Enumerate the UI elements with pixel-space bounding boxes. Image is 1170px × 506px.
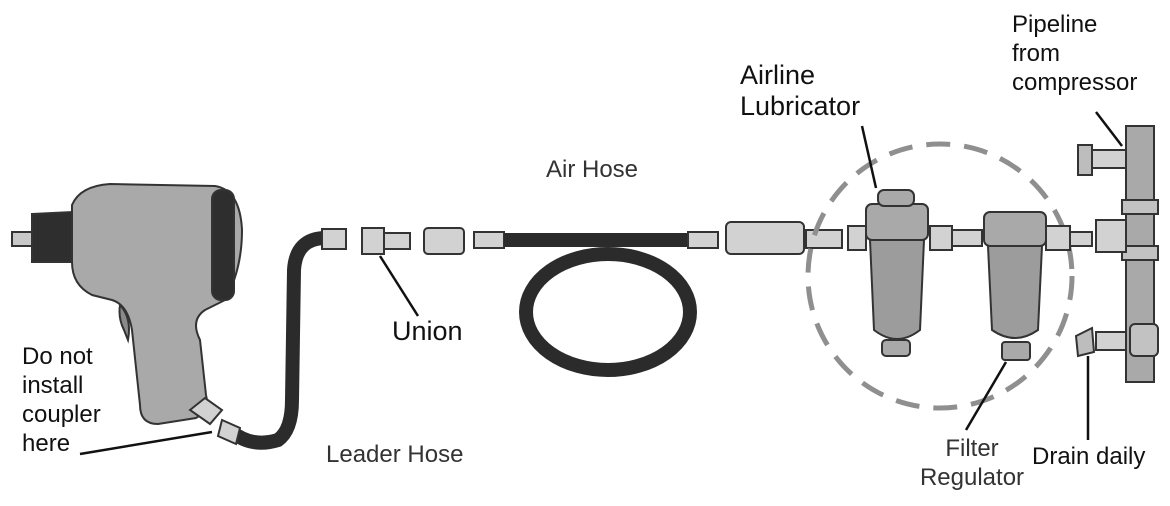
label-drain-daily: Drain daily	[1032, 443, 1146, 470]
filter-regulator	[983, 211, 1093, 361]
leader-hose-fitting	[216, 418, 242, 446]
label-do-not-install-coupler-here: Do not install coupler here	[22, 342, 101, 458]
label-pipeline-line3: compressor	[1012, 69, 1138, 96]
leader-hose	[227, 231, 327, 450]
label-leader-hose: Leader Hose	[326, 441, 464, 468]
label-airline-lubricator-line1: Airline	[740, 60, 816, 90]
compressor-pipeline	[1077, 125, 1159, 383]
label-do-not-line1: Do not	[22, 343, 93, 370]
label-do-not-line4: here	[22, 430, 71, 457]
label-do-not-line2: install	[22, 372, 84, 399]
leader-hose-end-fitting	[321, 228, 347, 250]
label-airline-lubricator-line2: Lubricator	[740, 91, 861, 121]
label-do-not-line3: coupler	[22, 401, 101, 428]
label-pipeline-line1: Pipeline	[1012, 11, 1098, 38]
drain-valve-icon	[1074, 326, 1096, 358]
label-pipeline-line2: from	[1012, 40, 1060, 67]
leader-lines	[79, 111, 1123, 456]
label-pipeline-from-compressor: Pipeline from compressor	[1012, 10, 1137, 97]
inline-couplers	[725, 221, 843, 255]
label-filter-regulator-line1: Filter	[945, 435, 999, 462]
airline-lubricator	[847, 189, 983, 357]
union	[361, 227, 465, 255]
impact-wrench	[11, 182, 244, 426]
label-airline-lubricator: Airline Lubricator	[740, 60, 860, 122]
label-union: Union	[392, 316, 463, 346]
label-air-hose: Air Hose	[546, 156, 639, 183]
label-filter-regulator: Filter Regulator	[910, 434, 1034, 492]
label-filter-regulator-line2: Regulator	[919, 464, 1025, 491]
air-hose	[473, 231, 719, 377]
lubricator-dashed-circle	[805, 141, 1075, 411]
